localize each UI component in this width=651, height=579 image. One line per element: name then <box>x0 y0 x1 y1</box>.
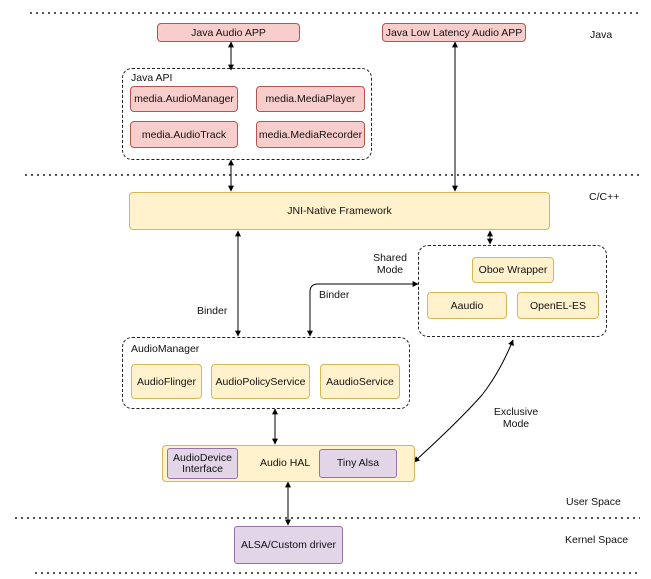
audio-manager-title: AudioManager <box>131 343 200 355</box>
shared-mode-label: Shared Mode <box>373 252 407 276</box>
binder-label-left: Binder <box>197 305 228 317</box>
java-api-item: media.AudioManager <box>130 86 238 112</box>
layer-label-user-space: User Space <box>566 496 621 508</box>
exclusive-mode-label: Exclusive Mode <box>493 406 539 430</box>
java-api-item: media.AudioTrack <box>130 121 238 148</box>
alsa-custom-driver: ALSA/Custom driver <box>234 526 343 564</box>
java-audio-app: Java Audio APP <box>157 23 300 42</box>
java-api-item: media.MediaPlayer <box>256 86 365 112</box>
tiny-alsa: Tiny Alsa <box>319 449 397 478</box>
java-api-item: media.MediaRecorder <box>256 121 365 148</box>
audio-policy-service: AudioPolicyService <box>211 364 310 399</box>
oboe-group <box>418 245 607 337</box>
java-api-title: Java API <box>131 72 173 84</box>
audio-hal-title: Audio HAL <box>260 457 311 469</box>
arrow-exclusive-mode <box>413 339 514 463</box>
opensl-es: OpenEL-ES <box>517 292 599 319</box>
arrow-binder-shared-mode <box>307 281 419 337</box>
audio-device-interface: AudioDevice Interface <box>167 448 238 479</box>
jni-native-framework: JNI-Native Framework <box>129 192 550 230</box>
audioflinger: AudioFlinger <box>131 364 202 399</box>
java-api-group <box>122 68 372 160</box>
aaudio: Aaudio <box>427 292 507 319</box>
java-low-latency-app: Java Low Latency Audio APP <box>382 23 526 42</box>
oboe-wrapper: Oboe Wrapper <box>472 257 554 283</box>
audio-manager-group <box>122 337 410 409</box>
aaudio-service: AaudioService <box>320 364 400 399</box>
layer-label-java: Java <box>590 29 613 41</box>
layer-label-kernel-space: Kernel Space <box>565 534 629 546</box>
layer-label-c-cpp: C/C++ <box>589 191 620 203</box>
binder-label-right: Binder <box>319 289 350 301</box>
